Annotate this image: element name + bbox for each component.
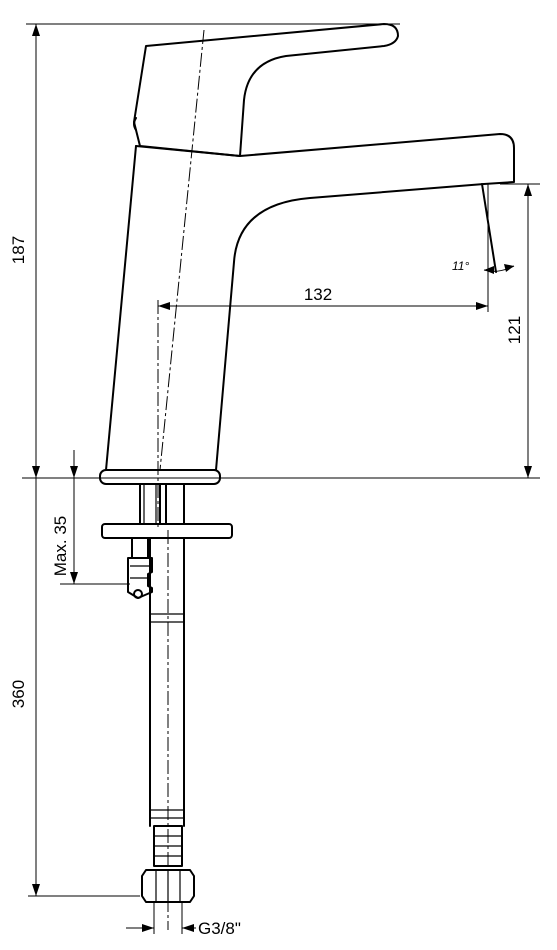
spout-outlet (481, 183, 497, 273)
mounting-assembly (101, 483, 233, 903)
dim-spout-reach: 132 (158, 184, 489, 312)
dim-total-height: 187 (9, 23, 400, 478)
handle-pivot (133, 117, 137, 131)
faucet-body (99, 23, 515, 485)
handle-lever (133, 23, 399, 157)
threaded-stud (139, 483, 161, 525)
hose-upper (165, 483, 185, 525)
label-max-thickness: Max. 35 (51, 516, 70, 576)
spout (105, 133, 515, 471)
body-seam (135, 145, 241, 157)
center-lines (157, 29, 205, 930)
label-spout-angle: 11° (452, 259, 469, 273)
dim-hose-length: 360 (9, 478, 140, 897)
dim-spout-angle: 11° (452, 259, 515, 274)
dim-max-thickness: Max. 35 (51, 450, 130, 585)
label-connection-thread: G3/8" (198, 919, 241, 938)
dim-connection-thread: G3/8" (126, 902, 241, 938)
handle-axis (159, 29, 205, 471)
label-total-height: 187 (9, 236, 28, 264)
label-spout-height: 121 (505, 316, 524, 344)
dim-spout-height: 121 (500, 183, 540, 478)
hex-nut (141, 869, 195, 903)
label-hose-length: 360 (9, 680, 28, 708)
base-flange (99, 469, 221, 485)
fixing-plate (101, 523, 233, 539)
label-spout-reach: 132 (304, 285, 332, 304)
